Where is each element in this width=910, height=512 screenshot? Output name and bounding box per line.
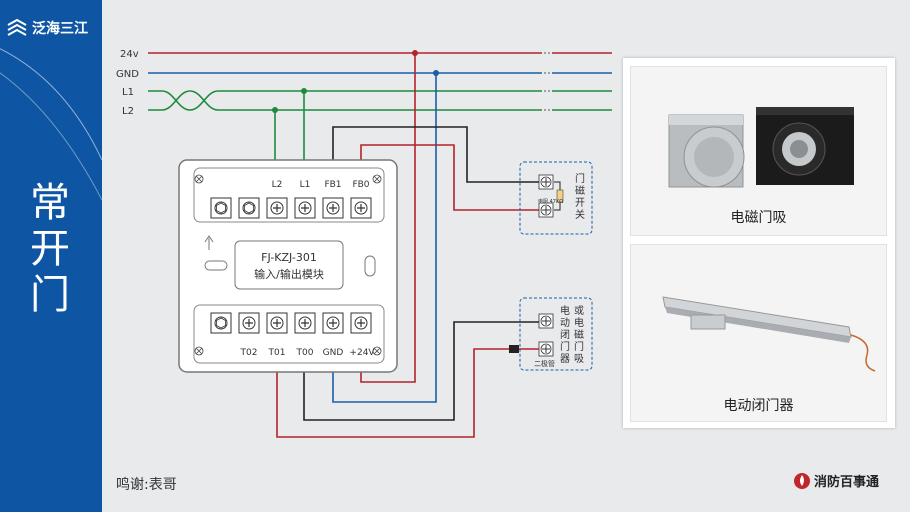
resistor-label: 电阻 47KΩ (538, 198, 563, 205)
title-char: 门 (30, 272, 72, 318)
title-char: 开 (30, 226, 72, 272)
terminal-label-l2: L2 (272, 180, 283, 190)
credit-text: 鸣谢:表哥 (116, 477, 177, 493)
logo-mark-icon (7, 19, 27, 36)
terminal-label-t02: T02 (240, 348, 258, 358)
device-label-col1: 电 动 闭 门 器 (560, 304, 573, 365)
door-switch-box: 电阻 47KΩ 门 磁 开 关 (519, 161, 593, 235)
door-closer-caption: 电动闭门器 (723, 398, 794, 414)
module-model: FJ-KZJ-301 (261, 251, 317, 264)
magnetic-lock-image (668, 107, 854, 188)
fire-brand-icon (794, 472, 810, 489)
diode-label: 二极管 (534, 359, 555, 368)
terminal-label-fb1: FB1 (324, 180, 341, 190)
door-closer-card: 电动闭门器 (630, 244, 887, 422)
magnetic-lock-caption: 电磁门吸 (730, 210, 787, 226)
brand-logo: 消防百事通 (793, 471, 879, 490)
vertical-title: 常 开 门 (0, 180, 102, 318)
sidebar: 泛海三江 常 开 门 (0, 0, 102, 512)
door-closer-image (662, 296, 876, 372)
bus-label-l2: L2 (122, 106, 134, 117)
bus-label-24v: 24v (120, 49, 139, 60)
bus-label-l1: L1 (122, 87, 134, 98)
device-label-col2: 或 电 磁 门 吸 (574, 305, 587, 365)
io-module: L2 L1 FB1 FB0 T02 T01 T00 GND +24V FJ-KZ… (178, 159, 398, 373)
diode-icon (509, 345, 519, 353)
sidebar-decor-arcs (0, 48, 102, 201)
bus-label-gnd: GND (116, 69, 139, 80)
led-slot (204, 260, 228, 271)
module-name: 输入/输出模块 (254, 267, 324, 281)
terminal-label-t01: T01 (268, 348, 286, 358)
title-char: 常 (30, 180, 72, 226)
arrow-up-icon (204, 235, 214, 250)
terminal-label-gnd: GND (323, 348, 344, 358)
terminal-label-t00: T00 (296, 348, 314, 358)
wiring-diagram: 24v GND L1 L2 (116, 49, 612, 438)
brand-text: 消防百事通 (814, 475, 880, 490)
magnetic-lock-card: 电磁门吸 (630, 66, 887, 236)
terminal-label-24v: +24V (349, 348, 375, 358)
door-device-box: 二极管 电 动 闭 门 器 或 电 磁 门 吸 (507, 297, 593, 371)
logo-text: 泛海三江 (32, 21, 88, 37)
door-switch-label: 门 磁 开 关 (575, 172, 588, 221)
terminal-label-fb0: FB0 (352, 180, 369, 190)
device-photo-panel: 电磁门吸 电动闭门器 (623, 58, 895, 428)
address-slot (364, 255, 376, 277)
company-logo: 泛海三江 (6, 18, 88, 38)
terminal-label-l1: L1 (300, 180, 311, 190)
